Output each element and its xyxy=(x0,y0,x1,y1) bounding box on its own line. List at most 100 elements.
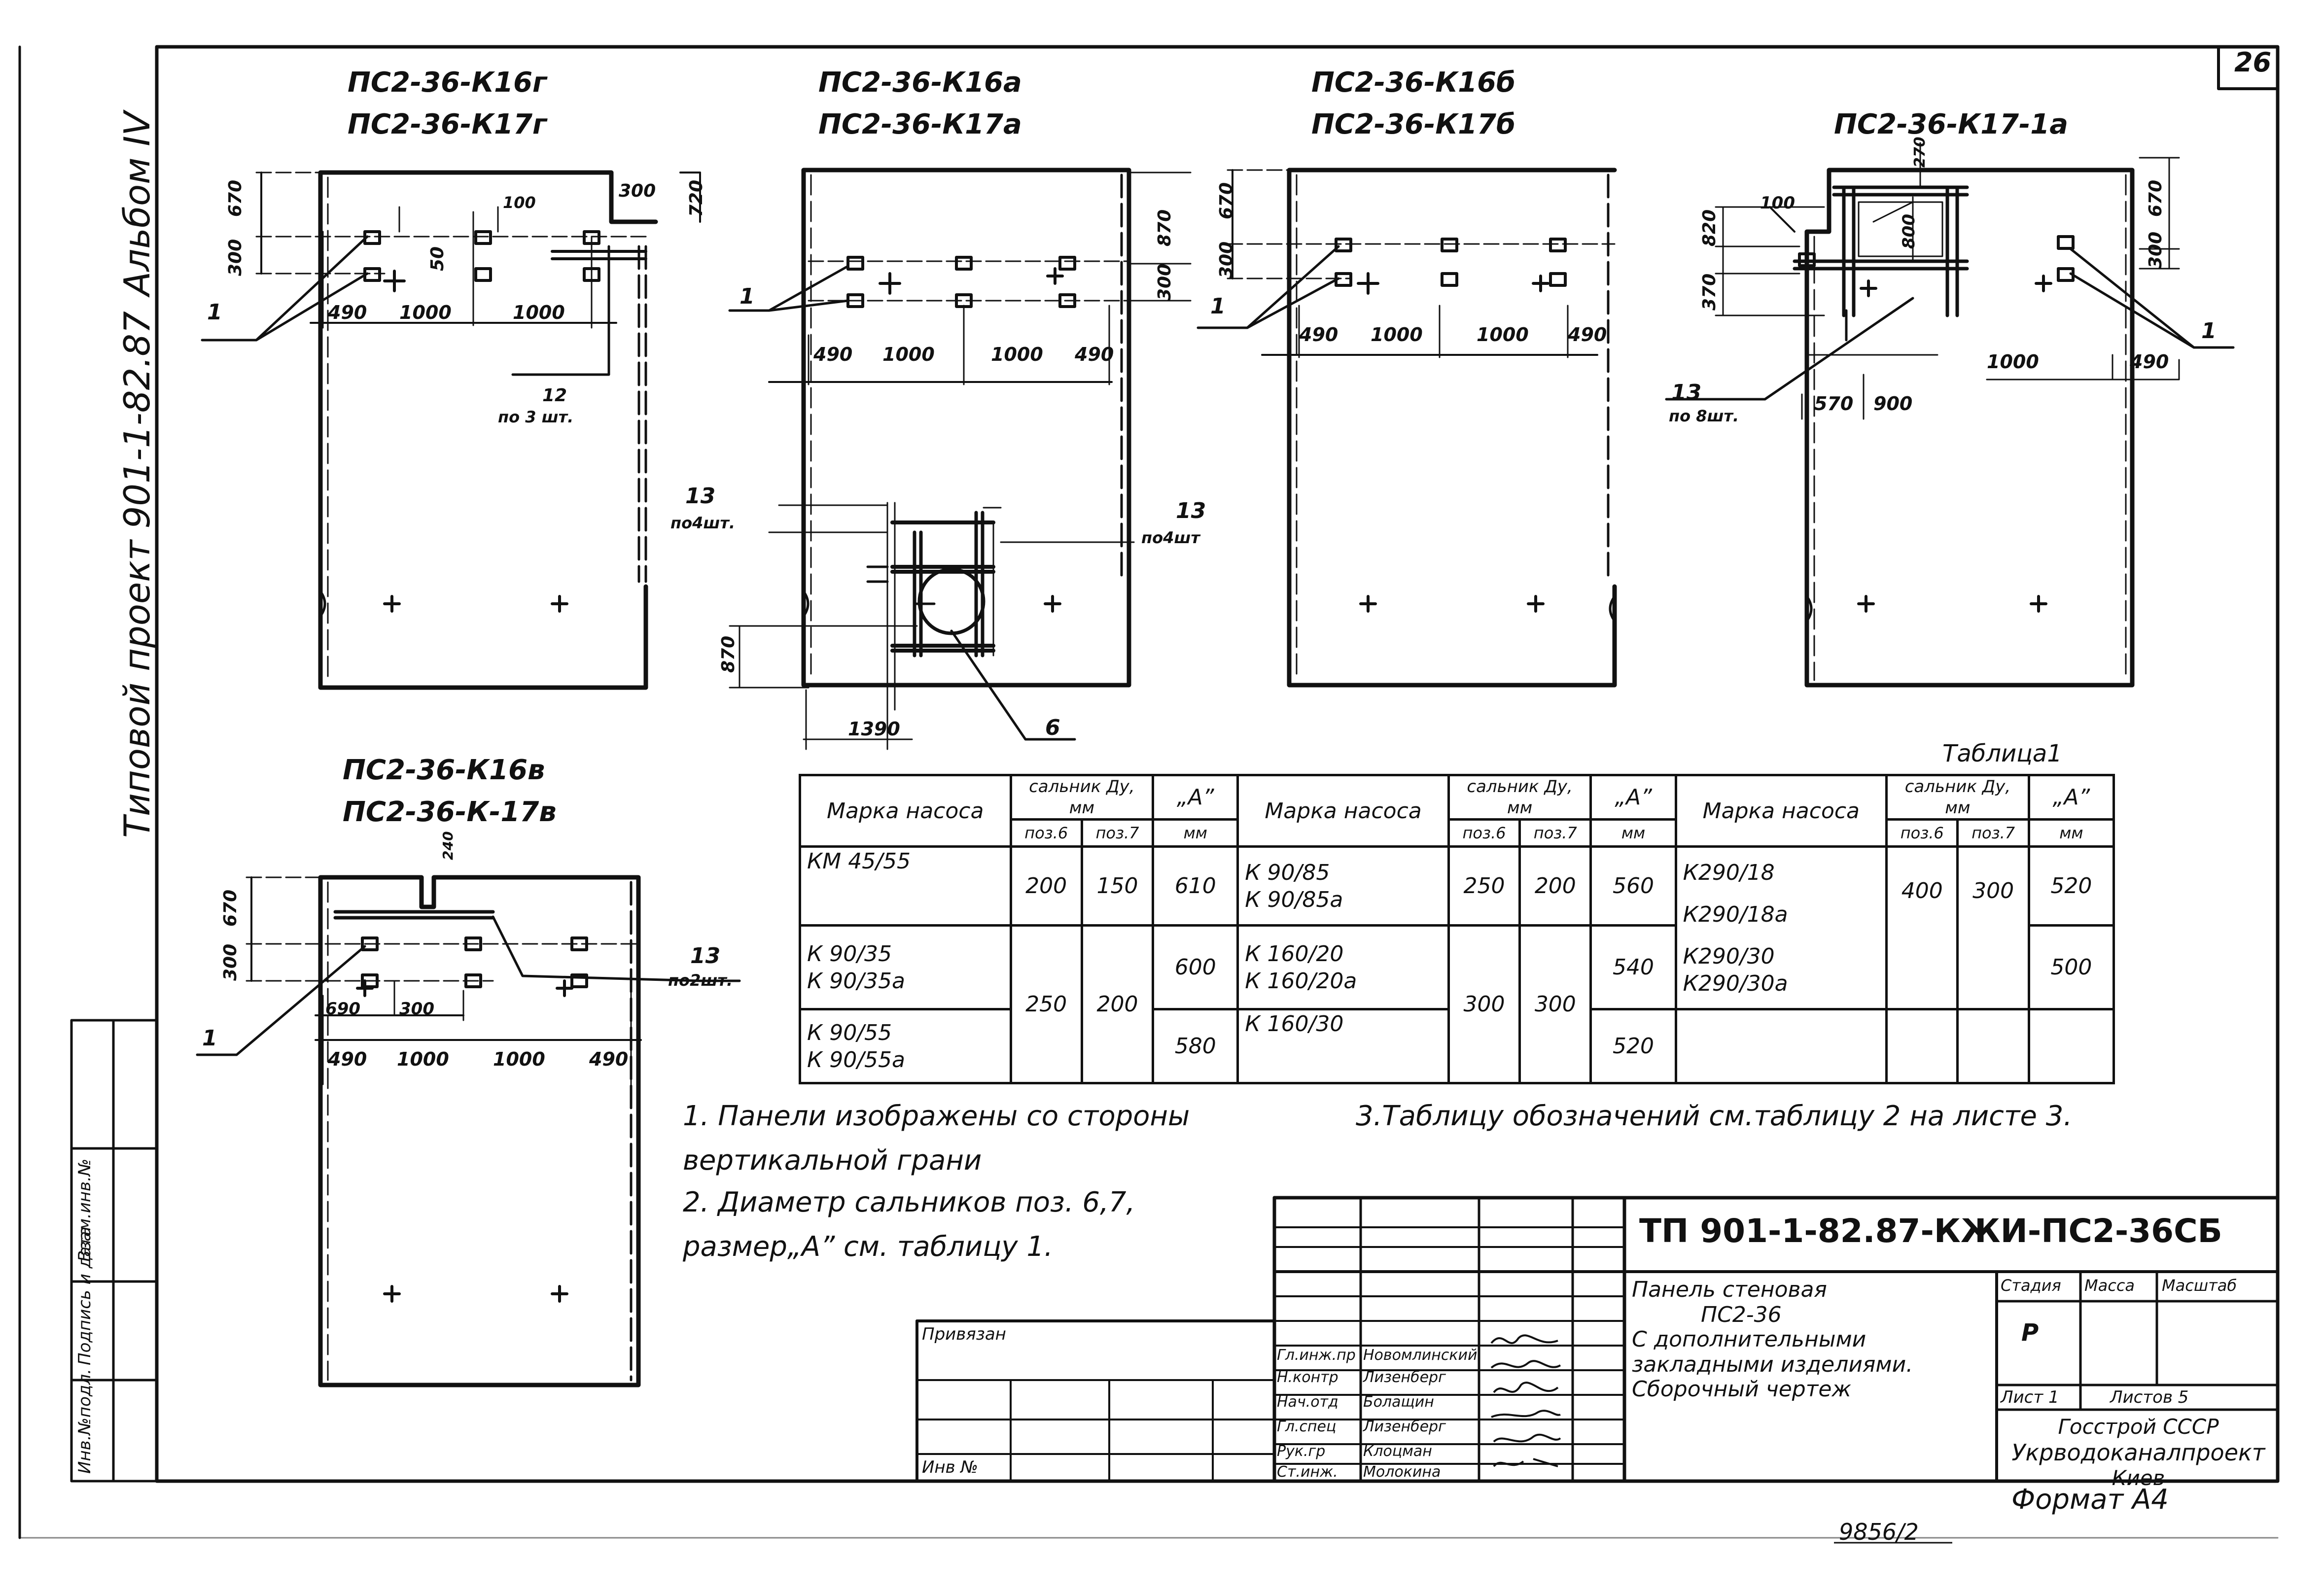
scale-label: Масштаб xyxy=(2162,1276,2237,1295)
callout-pos: 12 xyxy=(542,385,567,406)
drawing-name-line: Панель стеновая xyxy=(1632,1277,1827,1302)
size-a: 580 xyxy=(1152,1008,1239,1084)
callout-pos: 1 xyxy=(207,300,222,325)
dimension: 300 xyxy=(619,181,656,201)
dimension: 490 xyxy=(589,1048,629,1070)
callout-qty: по4шт. xyxy=(670,514,736,532)
gland-pos6: 200 xyxy=(1009,845,1083,927)
panel-drawing-5 xyxy=(196,875,741,1387)
gland-pos6: 250 xyxy=(1447,845,1521,927)
table-empty-cell xyxy=(2027,1008,2115,1084)
dimension: 300 xyxy=(1155,263,1175,301)
dimension: 900 xyxy=(1873,393,1913,415)
drawing-name-line: С дополнительными xyxy=(1632,1327,1866,1352)
organization-line: Госстрой СССР xyxy=(2058,1415,2219,1439)
dimension: 300 xyxy=(399,999,434,1019)
signature-name: Болащин xyxy=(1363,1393,1434,1411)
dimension: 490 xyxy=(2130,351,2169,373)
header-pos6: поз.6 xyxy=(1447,818,1521,848)
dimension: 670 xyxy=(2146,179,2166,217)
stage-label: Стадия xyxy=(2001,1276,2061,1295)
gland-pos6: 250 xyxy=(1009,924,1083,1084)
header-gland: сальник Ду, мм xyxy=(1447,774,1592,821)
dimension: 240 xyxy=(440,831,456,860)
mark-title: ПС2-36-К17г xyxy=(348,108,547,140)
organization: Госстрой СССР Укрводоканалпроект Киев xyxy=(2002,1415,2275,1490)
album-label: Альбом IV xyxy=(116,111,158,296)
header-mm: мм xyxy=(1589,818,1677,848)
gland-pos7: 150 xyxy=(1080,845,1155,927)
pump-mark: К 160/20а xyxy=(1245,968,1357,994)
mark-title: ПС2-36-К17б xyxy=(1311,108,1516,140)
header-pos6: поз.6 xyxy=(1885,818,1959,848)
pump-mark: К 90/85а xyxy=(1245,887,1343,912)
organization-line: Укрводоканалпроект xyxy=(2011,1439,2265,1466)
header-gland: сальник Ду, мм xyxy=(1885,774,2030,821)
callout-pos: 6 xyxy=(1045,715,1060,740)
size-a: 520 xyxy=(2027,845,2115,927)
dimension: 370 xyxy=(1699,273,1720,311)
pump-mark: К 90/35а xyxy=(807,968,905,994)
organization-line: Киев xyxy=(2112,1465,2165,1490)
signature-role: Гл.инж.пр xyxy=(1277,1347,1356,1364)
project-label: Типовой проект 901-1-82.87 xyxy=(116,311,158,838)
pump-table: Марка насоса сальник Ду, мм „А” Марка на… xyxy=(799,774,2115,1084)
callout-pos: 13 xyxy=(685,484,716,509)
drawing-name: Панель стеновая ПС2-36 С дополнительными… xyxy=(1632,1277,1913,1402)
pump-mark: КМ 45/55 xyxy=(799,845,1012,927)
header-a: „А” xyxy=(2027,774,2115,821)
callout-qty: по4шт xyxy=(1141,528,1200,547)
dimension: 490 xyxy=(813,344,853,365)
sheet-label: Лист 1 xyxy=(2001,1387,2059,1407)
dimension: 1000 xyxy=(493,1048,545,1070)
dimension: 690 xyxy=(325,999,360,1019)
dimension: 490 xyxy=(1299,324,1338,346)
mark-title: ПС2-36-К16в xyxy=(343,754,545,786)
sheet-format: Формат А4 xyxy=(2011,1484,2169,1516)
gland-pos6: 400 xyxy=(1885,845,1959,1010)
dimension: 1000 xyxy=(397,1048,449,1070)
pump-mark: К 90/35 xyxy=(807,941,892,967)
signature-role: Н.контр xyxy=(1277,1369,1338,1386)
stage-value: Р xyxy=(2021,1319,2039,1347)
gland-pos6: 300 xyxy=(1447,924,1521,1084)
mark-title: ПС2-36-К16г xyxy=(348,67,547,99)
dimension: 300 xyxy=(225,239,246,276)
dimension: 490 xyxy=(1568,324,1607,346)
panel-drawing-1 xyxy=(201,170,701,690)
panel-drawing-3 xyxy=(1197,168,1617,688)
document-code: ТП 901-1-82.87-КЖИ-ПС2-36СБ xyxy=(1639,1212,2222,1250)
pump-mark: К290/30 xyxy=(1683,943,1775,969)
header-pos7: поз.7 xyxy=(1956,818,2030,848)
inventory-label: Инв № xyxy=(922,1457,978,1477)
dimension: 870 xyxy=(718,635,739,673)
signature-name: Новомлинский xyxy=(1363,1347,1478,1364)
dimension: 300 xyxy=(1216,241,1236,278)
dimension: 1000 xyxy=(991,344,1043,365)
signature-role: Ст.инж. xyxy=(1277,1463,1338,1481)
pump-mark: К290/30а xyxy=(1683,970,1788,996)
dimension: 270 xyxy=(1911,137,1929,168)
header-pos7: поз.7 xyxy=(1080,818,1155,848)
header-a: „А” xyxy=(1589,774,1677,821)
size-a: 500 xyxy=(2027,924,2115,1010)
sheet-frame xyxy=(18,45,2280,1539)
size-a: 540 xyxy=(1589,924,1677,1010)
signature-name: Молокина xyxy=(1363,1463,1441,1481)
header-mark: Марка насоса xyxy=(1236,774,1450,848)
mark-title: ПС2-36-К17-1а xyxy=(1834,108,2069,140)
mark-title: ПС2-36-К16а xyxy=(818,67,1022,99)
callout-pos: 1 xyxy=(739,284,755,309)
mark-title: ПС2-36-К16б xyxy=(1311,67,1516,99)
note-1: 1. Панели изображены со стороны вертикал… xyxy=(683,1100,1190,1177)
drawing-name-line: Сборочный чертеж xyxy=(1632,1377,1852,1402)
gland-pos7: 300 xyxy=(1518,924,1592,1084)
pump-mark: К290/18а xyxy=(1683,901,1788,927)
callout-qty: по 3 шт. xyxy=(498,408,574,426)
size-a: 600 xyxy=(1152,924,1239,1010)
callout-qty: по 8шт. xyxy=(1669,407,1739,425)
